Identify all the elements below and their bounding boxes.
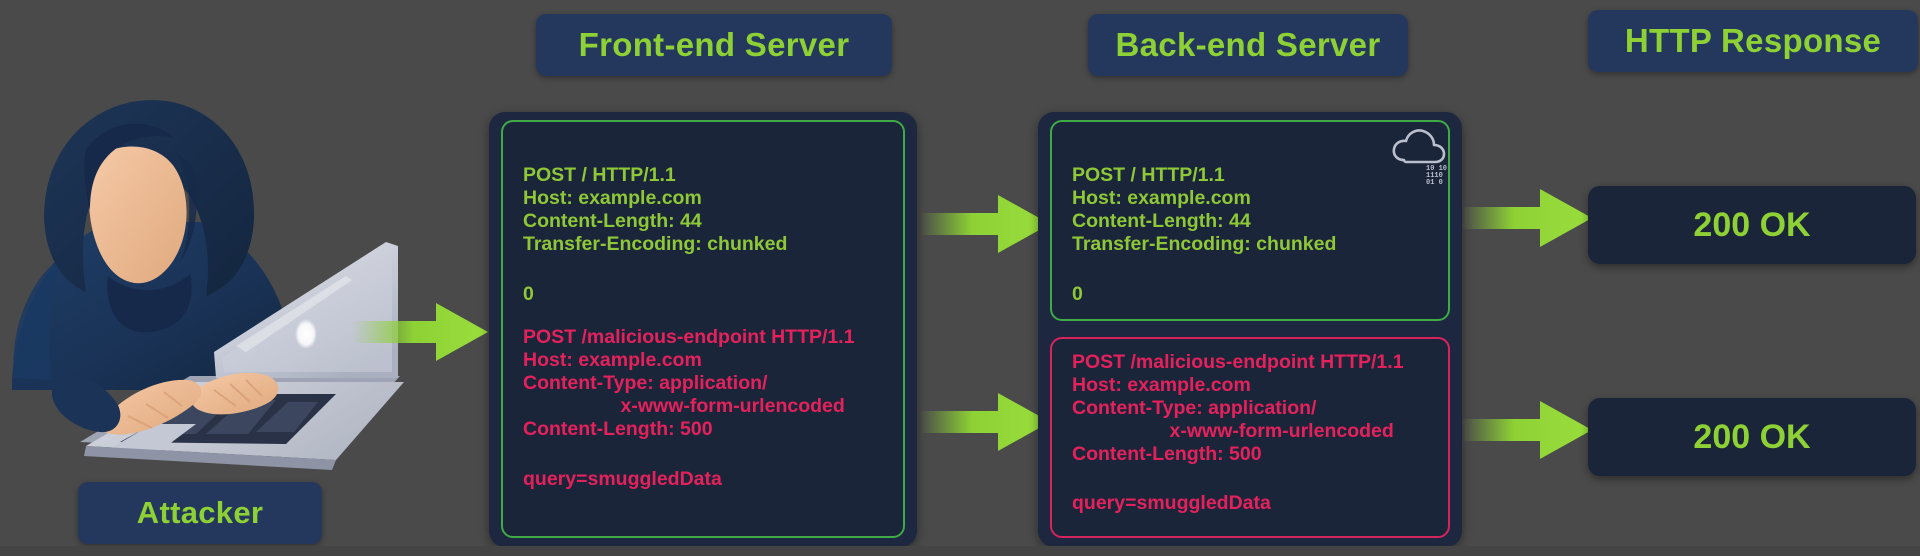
- svg-text:10 10: 10 10: [1426, 165, 1447, 173]
- response-status-1: 200 OK: [1588, 186, 1916, 264]
- frontend-request-headers: POST / HTTP/1.1 Host: example.com Conten…: [523, 164, 788, 255]
- response-status-2: 200 OK: [1588, 398, 1916, 476]
- arrow-right-icon: [920, 192, 1050, 256]
- http-response-label: HTTP Response: [1588, 10, 1918, 72]
- frontend-smuggled-body: query=smuggledData: [523, 468, 722, 490]
- arrow-right-icon: [1462, 398, 1592, 462]
- arrow-right-icon: [920, 390, 1050, 454]
- backend-server-label: Back-end Server: [1088, 14, 1408, 76]
- frontend-server-label: Front-end Server: [536, 14, 892, 76]
- backend-request-headers: POST / HTTP/1.1 Host: example.com Conten…: [1072, 164, 1337, 255]
- svg-text:1110: 1110: [1426, 172, 1443, 180]
- backend-smuggled-box: [1050, 337, 1450, 538]
- backend-request-box: [1050, 120, 1450, 321]
- floor-strip: [0, 546, 1920, 556]
- svg-text:01 0: 01 0: [1426, 179, 1443, 186]
- frontend-chunk-terminator: 0: [523, 283, 534, 305]
- backend-smuggled-body: query=smuggledData: [1072, 492, 1271, 514]
- frontend-smuggled-request: POST /malicious-endpoint HTTP/1.1 Host: …: [523, 326, 855, 440]
- backend-smuggled-request: POST /malicious-endpoint HTTP/1.1 Host: …: [1072, 351, 1404, 465]
- backend-chunk-terminator: 0: [1072, 283, 1083, 305]
- frontend-request-box: [501, 120, 905, 538]
- cloud-binary-icon: 10 10 1110 01 0: [1390, 126, 1454, 187]
- arrow-right-icon: [1462, 186, 1592, 250]
- attacker-label: Attacker: [78, 482, 322, 544]
- arrow-right-icon: [352, 300, 488, 364]
- attacker-illustration: [0, 90, 420, 474]
